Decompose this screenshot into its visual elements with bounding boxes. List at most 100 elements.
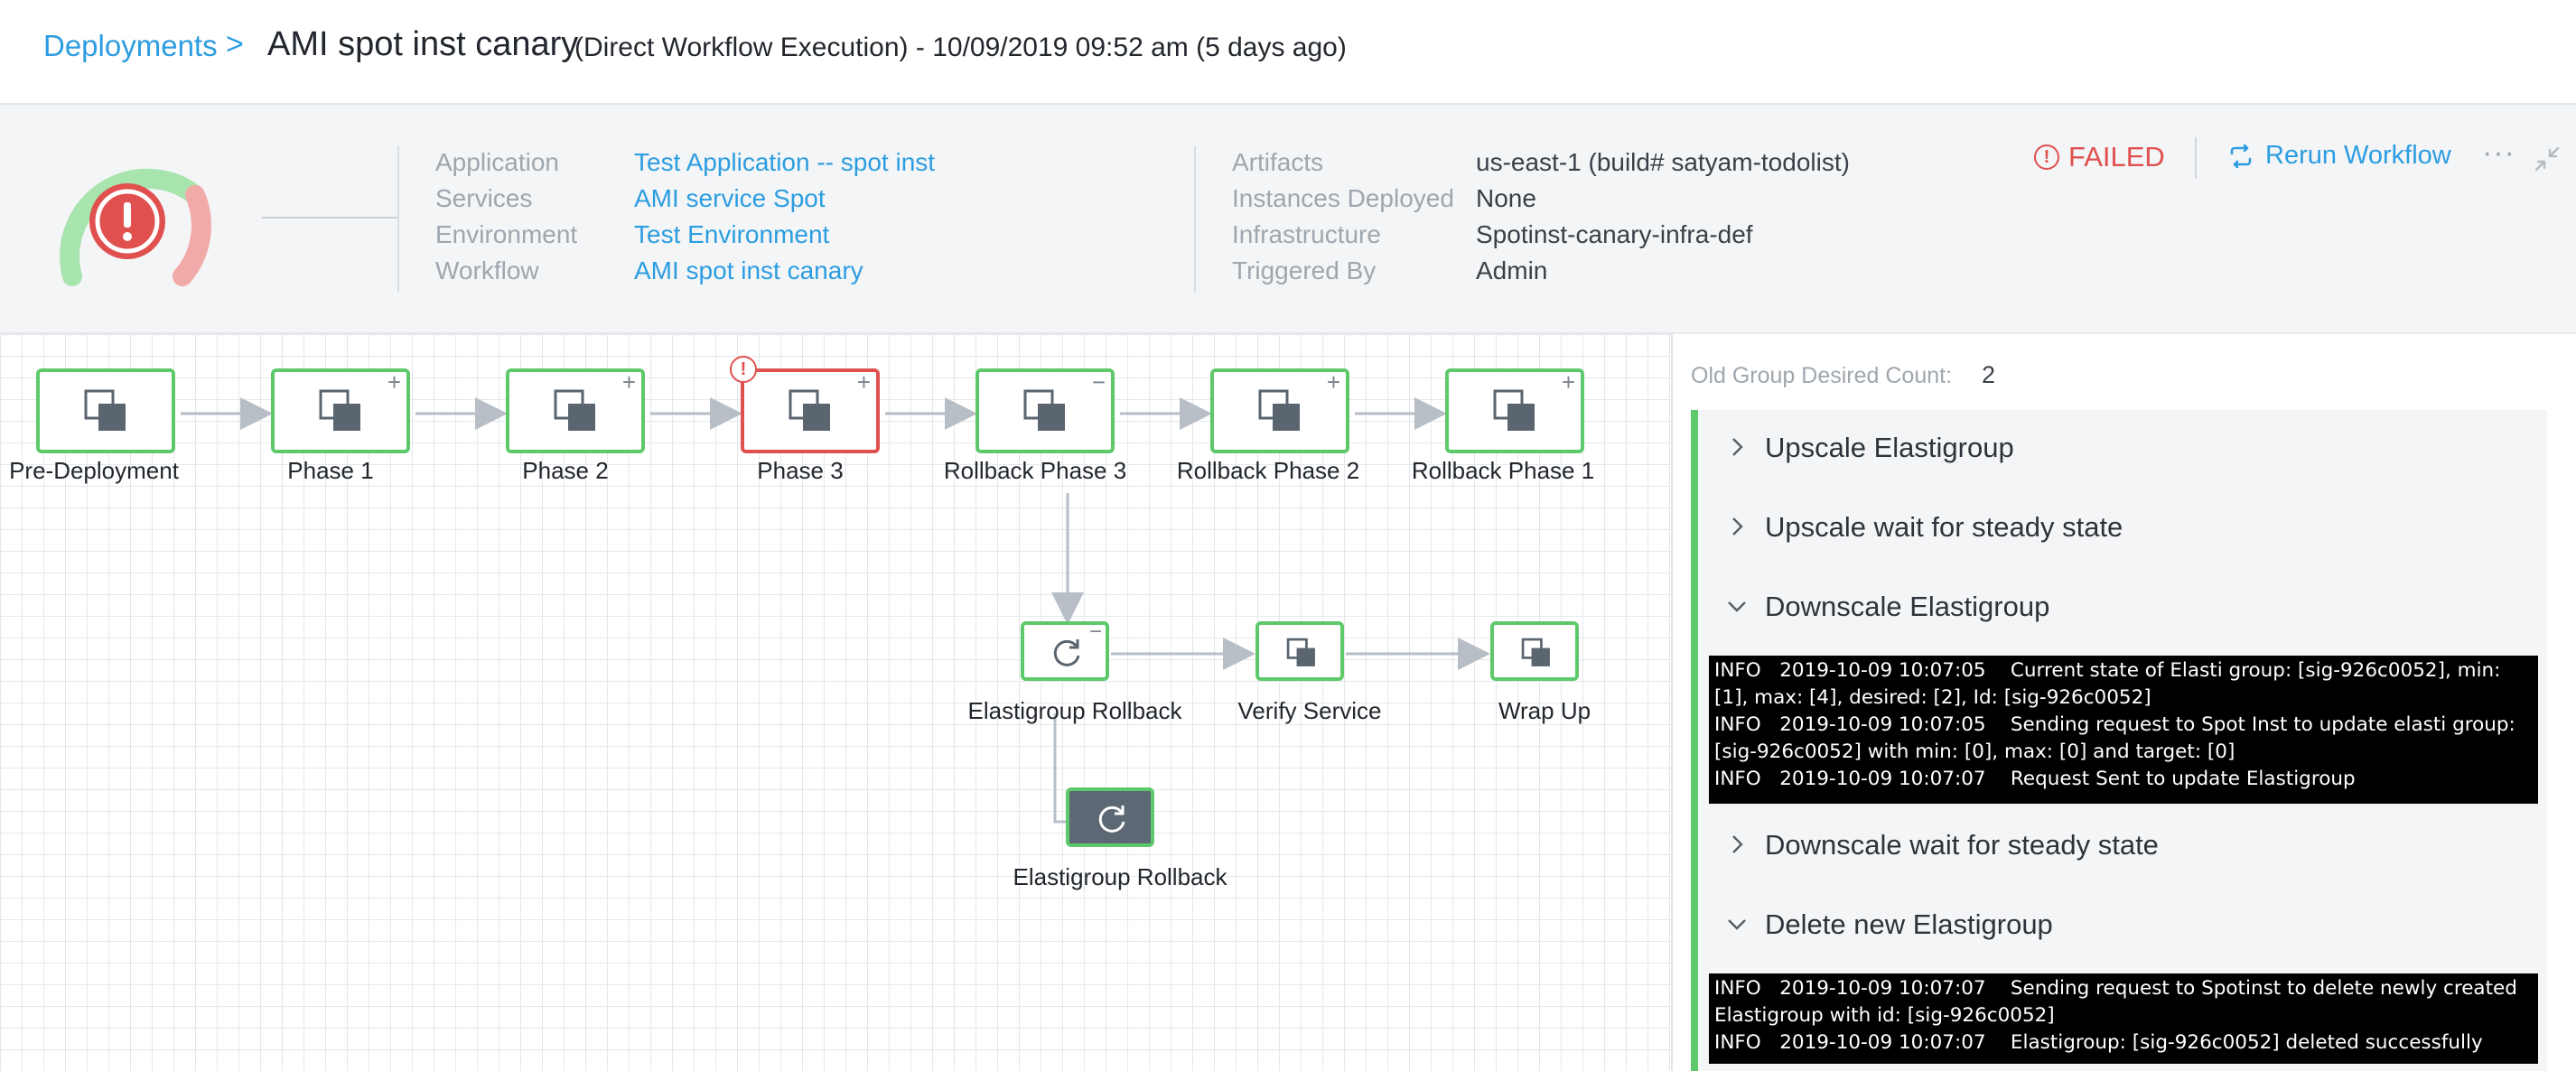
section-delete-new-elastigroup[interactable]: Delete new Elastigroup bbox=[1691, 887, 2547, 966]
environment-label: Environment bbox=[435, 220, 578, 248]
infrastructure-label: Infrastructure bbox=[1232, 220, 1381, 248]
chevron-down-icon bbox=[1728, 601, 1746, 612]
step-label: Verify Service bbox=[1237, 697, 1382, 724]
copy-icon bbox=[84, 389, 126, 431]
execution-summary: Application Test Application -- spot ins… bbox=[0, 105, 2576, 334]
artifacts-value: us-east-1 (build# satyam-todolist) bbox=[1476, 148, 1850, 176]
phase-label: Rollback Phase 3 bbox=[943, 457, 1127, 484]
copy-icon bbox=[789, 389, 830, 431]
section-downscale-wait[interactable]: Downscale wait for steady state bbox=[1691, 807, 2547, 887]
section-title: Upscale wait for steady state bbox=[1765, 511, 2123, 543]
log-line: INFO 2019-10-09 10:07:05 Sending request… bbox=[1714, 713, 2522, 763]
section-upscale-elastigroup[interactable]: Upscale Elastigroup bbox=[1691, 410, 2547, 489]
step-label: Wrap Up bbox=[1498, 697, 1591, 724]
rerun-label: Rerun Workflow bbox=[2265, 141, 2451, 170]
old-group-desired-count-label: Old Group Desired Count: bbox=[1691, 363, 1953, 388]
phase-label: Rollback Phase 1 bbox=[1411, 457, 1595, 484]
expand-icon[interactable]: + bbox=[387, 368, 401, 396]
page-title: AMI spot inst canary bbox=[267, 25, 579, 63]
workflow-label: Workflow bbox=[435, 256, 539, 284]
phase-label: Phase 1 bbox=[287, 457, 374, 484]
refresh-icon bbox=[1053, 639, 1080, 666]
expand-icon[interactable]: + bbox=[1326, 368, 1340, 396]
refresh-icon bbox=[1098, 806, 1125, 833]
step-node-wrap-up[interactable] bbox=[1490, 621, 1579, 681]
breadcrumb-deployments[interactable]: Deployments bbox=[43, 29, 218, 62]
services-label: Services bbox=[435, 184, 533, 212]
old-group-desired-count-value: 2 bbox=[1982, 361, 1996, 388]
rerun-icon bbox=[2230, 144, 2252, 168]
expand-icon[interactable]: + bbox=[621, 368, 636, 396]
chevron-right-icon bbox=[1732, 517, 1743, 536]
step-node-elastigroup-rollback[interactable]: − bbox=[1021, 619, 1109, 681]
expand-icon[interactable]: + bbox=[856, 368, 871, 396]
copy-icon bbox=[1521, 638, 1550, 666]
phase-node-phase-3[interactable]: + bbox=[741, 368, 880, 453]
chevron-down-icon bbox=[1728, 919, 1746, 930]
rerun-workflow-button[interactable]: Rerun Workflow bbox=[2227, 141, 2451, 171]
step-label: Elastigroup Rollback bbox=[967, 697, 1182, 724]
graph-edges bbox=[181, 397, 1490, 824]
section-title: Upscale Elastigroup bbox=[1765, 432, 2014, 463]
workflow-link[interactable]: AMI spot inst canary bbox=[634, 256, 863, 284]
phase-label: Phase 2 bbox=[522, 457, 609, 484]
log-line: INFO 2019-10-09 10:07:07 Sending request… bbox=[1714, 977, 2524, 1027]
infrastructure-value: Spotinst-canary-infra-def bbox=[1476, 220, 1753, 248]
artifacts-label: Artifacts bbox=[1232, 148, 1324, 176]
summary-divider bbox=[1194, 146, 1196, 293]
failure-icon: ! bbox=[730, 356, 757, 383]
step-details-panel: Old Group Desired Count: 2 Upscale Elast… bbox=[1673, 334, 2576, 1071]
collapse-toggle-icon[interactable]: − bbox=[1088, 619, 1102, 644]
workflow-graph: Pre-Deployment + Phase 1 + Phase 2 + ! P… bbox=[0, 334, 1671, 1071]
substep-node-elastigroup-rollback[interactable] bbox=[1066, 787, 1154, 847]
instances-deployed-value: None bbox=[1476, 184, 1536, 212]
phase-label: Pre-Deployment bbox=[9, 457, 179, 484]
more-options-icon[interactable]: ··· bbox=[2482, 135, 2515, 170]
copy-icon bbox=[1286, 638, 1315, 666]
copy-icon bbox=[554, 389, 595, 431]
step-node-verify-service[interactable] bbox=[1255, 621, 1344, 681]
application-label: Application bbox=[435, 148, 559, 176]
log-line: INFO 2019-10-09 10:07:07 Request Sent to… bbox=[1714, 768, 2356, 790]
section-downscale-elastigroup[interactable]: Downscale Elastigroup bbox=[1691, 569, 2547, 648]
status-gauge-icon bbox=[60, 168, 211, 286]
phase-node-phase-2[interactable]: + bbox=[506, 368, 645, 453]
copy-icon bbox=[1023, 389, 1065, 431]
gauge-connector bbox=[262, 217, 397, 219]
section-title: Downscale wait for steady state bbox=[1765, 829, 2159, 861]
summary-divider bbox=[397, 146, 399, 293]
section-title: Downscale Elastigroup bbox=[1765, 591, 2050, 622]
copy-icon bbox=[319, 389, 360, 431]
warning-icon: ! bbox=[2034, 144, 2059, 170]
section-upscale-wait[interactable]: Upscale wait for steady state bbox=[1691, 489, 2547, 569]
substep-label: Elastigroup Rollback bbox=[1013, 863, 1227, 890]
phase-node-phase-1[interactable]: + bbox=[271, 368, 410, 453]
expand-icon[interactable]: + bbox=[1561, 368, 1575, 396]
collapse-toggle-icon[interactable]: − bbox=[1091, 368, 1106, 396]
phase-node-rollback-phase-1[interactable]: + bbox=[1445, 368, 1584, 453]
chevron-right-icon bbox=[1732, 438, 1743, 456]
phase-node-rollback-phase-3[interactable]: − bbox=[975, 368, 1115, 453]
page-header: Deployments > AMI spot inst canary (Dire… bbox=[0, 0, 2576, 105]
application-link[interactable]: Test Application -- spot inst bbox=[634, 148, 936, 176]
chevron-right-icon bbox=[1732, 835, 1743, 853]
phase-label: Phase 3 bbox=[757, 457, 844, 484]
phase-node-pre-deployment[interactable] bbox=[36, 368, 175, 453]
services-link[interactable]: AMI service Spot bbox=[634, 184, 826, 212]
section-title: Delete new Elastigroup bbox=[1765, 908, 2053, 940]
triggered-by-value: Admin bbox=[1476, 256, 1548, 284]
log-output-delete: INFO 2019-10-09 10:07:07 Sending request… bbox=[1691, 966, 2547, 1071]
phase-node-rollback-phase-2[interactable]: + bbox=[1210, 368, 1349, 453]
panel-divider bbox=[1671, 334, 1673, 1071]
breadcrumb-separator-icon: > bbox=[226, 27, 244, 61]
log-line: INFO 2019-10-09 10:07:05 Current state o… bbox=[1714, 659, 2507, 709]
collapse-icon[interactable] bbox=[2533, 144, 2562, 173]
status-text: FAILED bbox=[2068, 141, 2165, 172]
copy-icon bbox=[1258, 389, 1300, 431]
triggered-by-label: Triggered By bbox=[1232, 256, 1377, 284]
log-output-downscale: INFO 2019-10-09 10:07:05 Current state o… bbox=[1691, 648, 2547, 811]
page-subtitle: (Direct Workflow Execution) - 10/09/2019… bbox=[574, 33, 1347, 62]
environment-link[interactable]: Test Environment bbox=[634, 220, 830, 248]
phase-label: Rollback Phase 2 bbox=[1176, 457, 1360, 484]
action-divider bbox=[2195, 137, 2197, 179]
